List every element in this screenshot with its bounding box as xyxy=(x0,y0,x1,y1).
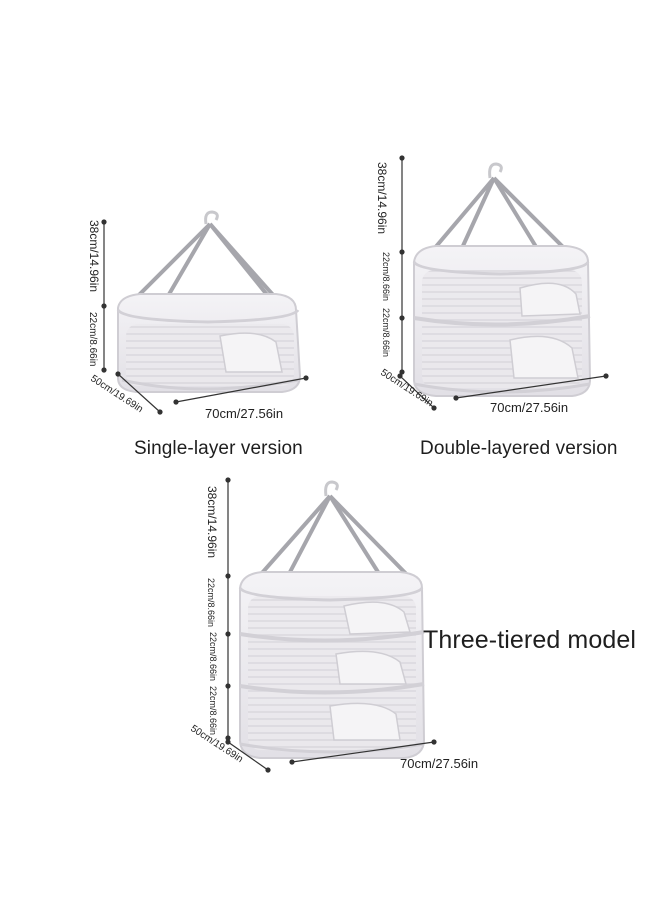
double-layer1-height-label: 22cm/8.66in xyxy=(381,252,391,301)
three-layer3-height-label: 22cm/8.66in xyxy=(208,686,218,735)
three-height-total-label: 38cm/14.96in xyxy=(205,486,219,558)
double-layer2-height-label: 22cm/8.66in xyxy=(381,308,391,357)
double-width-label: 70cm/27.56in xyxy=(490,400,568,415)
three-width-label: 70cm/27.56in xyxy=(400,756,478,771)
double-dimensions xyxy=(397,155,609,411)
double-layer-caption: Double-layered version xyxy=(420,438,618,459)
double-height-total-label: 38cm/14.96in xyxy=(375,162,389,234)
single-height-total-label: 38cm/14.96in xyxy=(87,220,101,292)
double-layer-rack xyxy=(412,162,592,397)
three-dimensions xyxy=(225,477,437,773)
three-layer2-height-label: 22cm/8.66in xyxy=(208,632,218,681)
single-layer-caption: Single-layer version xyxy=(134,438,303,459)
single-width-label: 70cm/27.56in xyxy=(205,406,283,421)
three-tier-caption: Three-tiered model xyxy=(423,626,637,654)
single-dimensions xyxy=(101,219,309,415)
single-layer-height-label: 22cm/8.66in xyxy=(87,312,98,366)
three-layer1-height-label: 22cm/8.66in xyxy=(206,578,216,627)
three-tier-rack xyxy=(238,480,426,759)
single-layer-rack xyxy=(116,210,302,393)
